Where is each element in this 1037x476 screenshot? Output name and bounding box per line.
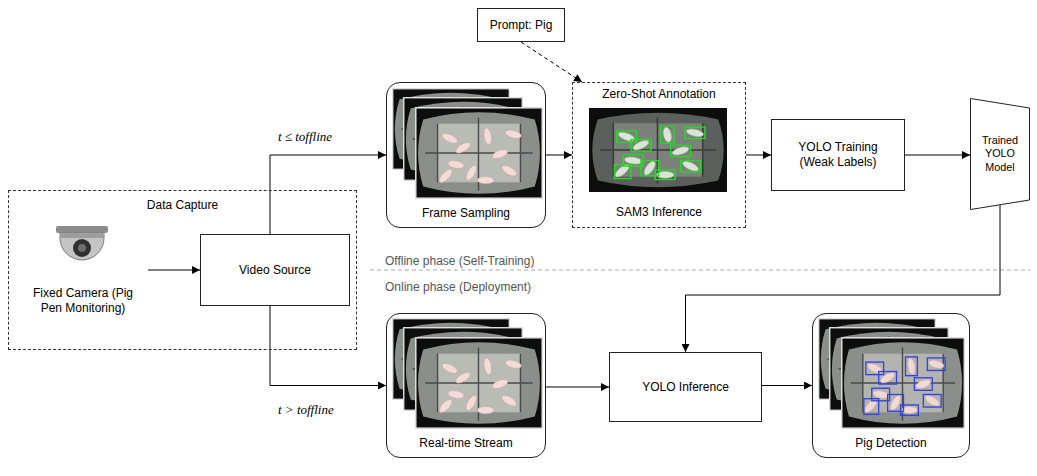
- edge-label: t ≤ toffline: [276, 129, 334, 144]
- node-label: YOLO Training (Weak Labels): [778, 140, 898, 170]
- node-caption: SAM3 Inference: [616, 205, 702, 220]
- phase-label: Online phase (Deployment): [385, 280, 531, 294]
- node-label: Real-time Stream: [419, 436, 512, 451]
- connector: [905, 155, 970, 156]
- connector: [746, 155, 771, 156]
- label-holder: Offline phase (Self-Training): [385, 251, 534, 269]
- container-box: Data CaptureFixed Camera (Pig Pen Monito…: [8, 190, 357, 350]
- node-label: YOLO Inference: [642, 380, 729, 395]
- model-trapezoid: Trained YOLO Model: [970, 98, 1030, 210]
- connector: [521, 42, 582, 82]
- prompt-box: Prompt: Pig: [477, 8, 565, 42]
- process-box: YOLO Training (Weak Labels): [771, 119, 905, 191]
- connector: [148, 270, 200, 271]
- label-holder: t > toffline: [276, 400, 336, 418]
- trapezoid-shape: [971, 99, 1030, 210]
- node-label: Data Capture: [147, 198, 218, 213]
- node-label: Fixed Camera (Pig Pen Monitoring): [18, 286, 148, 316]
- image-panel: Real-time Stream: [386, 313, 546, 458]
- node-label: Prompt: Pig: [490, 18, 553, 33]
- connector: [546, 387, 609, 388]
- node-label: Pig Detection: [855, 436, 926, 451]
- label-holder: t ≤ toffline: [276, 127, 334, 145]
- image-panel: Pig Detection: [812, 313, 970, 458]
- node-label: Frame Sampling: [422, 206, 510, 221]
- camera-icon: Fixed Camera (Pig Pen Monitoring): [18, 222, 148, 322]
- connector: [270, 155, 386, 234]
- label-holder: Online phase (Deployment): [385, 277, 531, 295]
- annotation-group: Zero-Shot AnnotationSAM3 Inference: [572, 82, 746, 228]
- process-box: YOLO Inference: [609, 352, 762, 422]
- process-box: Video Source: [200, 234, 350, 306]
- connector: [546, 155, 572, 156]
- phase-label: Offline phase (Self-Training): [385, 254, 534, 268]
- node-label: Video Source: [239, 263, 311, 278]
- node-label: Zero-Shot Annotation: [602, 87, 715, 102]
- image-panel: Frame Sampling: [386, 82, 546, 228]
- connector: [270, 306, 386, 386]
- node-label: Trained YOLO Model: [973, 134, 1027, 174]
- connector: [762, 385, 812, 386]
- edge-label: t > toffline: [276, 402, 336, 417]
